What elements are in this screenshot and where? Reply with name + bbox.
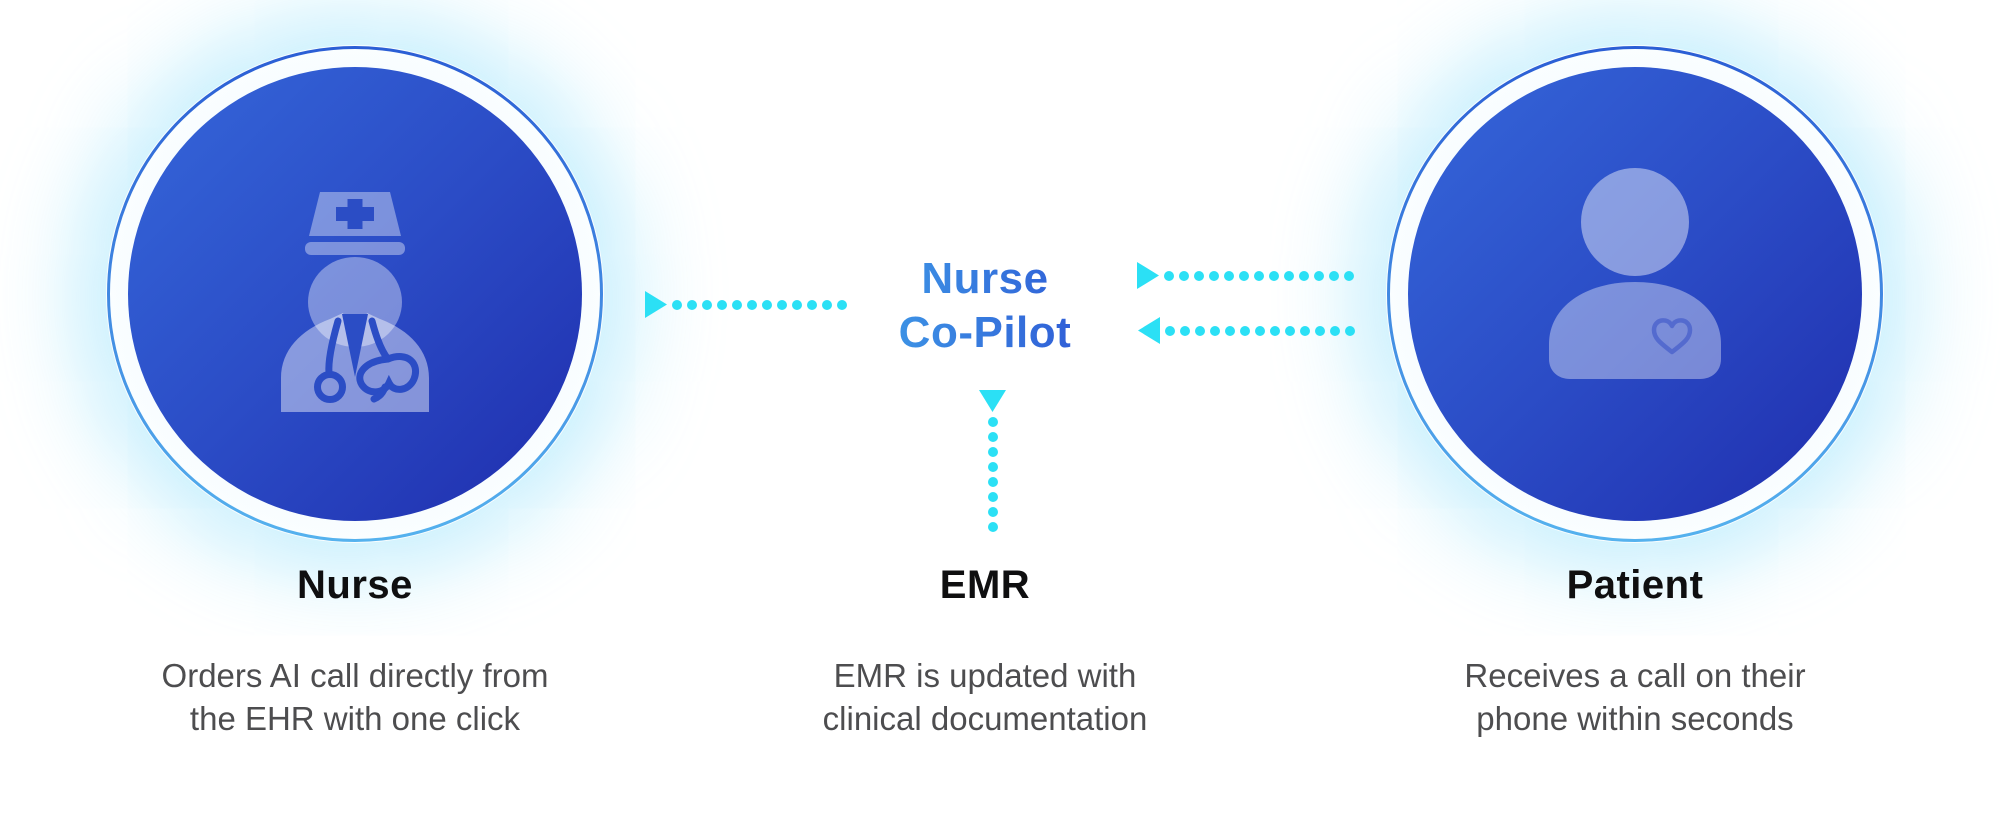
node-title-nurse: Nurse <box>297 563 413 607</box>
arrow-dot <box>1239 270 1249 281</box>
arrow-dot <box>1345 325 1355 336</box>
arrow-dot <box>1164 270 1174 281</box>
arrow-dot <box>672 299 682 310</box>
arrow-dot <box>1300 325 1310 336</box>
arrow-dot <box>717 299 727 310</box>
arrow-patient-to-copilot <box>1138 317 1355 344</box>
arrowhead-right-icon <box>1137 262 1159 289</box>
arrow-dot <box>987 417 998 427</box>
arrow-dot <box>747 299 757 310</box>
description-line: Receives a call on their <box>1464 657 1806 694</box>
arrow-dot <box>1270 325 1280 336</box>
arrow-dot <box>1255 325 1265 336</box>
arrow-dot <box>732 299 742 310</box>
node-description-patient: Receives a call on their phone within se… <box>1335 654 1935 740</box>
arrow-dot <box>987 522 998 532</box>
arrow-dot <box>762 299 772 310</box>
arrow-dot <box>1284 270 1294 281</box>
arrow-dot <box>1330 325 1340 336</box>
arrow-dot <box>1314 270 1324 281</box>
copilot-label: Nurse Co-Pilot <box>835 252 1135 360</box>
copilot-label-line2: Co-Pilot <box>898 308 1072 357</box>
arrow-dot <box>1224 270 1234 281</box>
arrow-dot <box>1254 270 1264 281</box>
arrow-dot <box>1329 270 1339 281</box>
node-description-emr: EMR is updated with clinical documentati… <box>685 654 1285 740</box>
patient-icon <box>1387 46 1883 542</box>
arrow-dot <box>1299 270 1309 281</box>
arrow-dot <box>777 299 787 310</box>
arrowhead-left-icon <box>1138 317 1160 344</box>
arrowhead-down-icon <box>979 390 1006 412</box>
node-title-emr: EMR <box>939 563 1031 607</box>
node-title-patient: Patient <box>1566 563 1704 607</box>
node-description-nurse: Orders AI call directly from the EHR wit… <box>55 654 655 740</box>
arrow-dot <box>1180 325 1190 336</box>
description-line: phone within seconds <box>1476 700 1794 737</box>
copilot-label-line1: Nurse <box>921 254 1049 303</box>
arrow-dot <box>987 462 998 472</box>
arrow-dot <box>1285 325 1295 336</box>
arrow-nurse-to-copilot <box>645 291 847 318</box>
arrow-dot <box>987 492 998 502</box>
patient-node-circle <box>1386 45 1884 543</box>
arrow-dot <box>987 432 998 442</box>
nurse-node-circle <box>106 45 604 543</box>
arrow-dot <box>1194 270 1204 281</box>
arrow-dot <box>792 299 802 310</box>
arrow-copilot-to-patient <box>1137 262 1354 289</box>
arrow-dot <box>687 299 697 310</box>
arrow-dot <box>987 507 998 517</box>
arrow-dot <box>1240 325 1250 336</box>
arrow-dot <box>807 299 817 310</box>
arrow-dot <box>837 299 847 310</box>
arrow-dot <box>1195 325 1205 336</box>
description-line: clinical documentation <box>822 700 1148 737</box>
description-line: EMR is updated with <box>833 657 1137 694</box>
arrow-dot <box>1225 325 1235 336</box>
arrow-dot <box>1209 270 1219 281</box>
arrow-dot <box>1269 270 1279 281</box>
arrow-dot <box>1165 325 1175 336</box>
arrowhead-right-icon <box>645 291 667 318</box>
nurse-icon <box>107 46 603 542</box>
description-line: the EHR with one click <box>189 700 521 737</box>
arrow-copilot-to-emr <box>979 390 1006 532</box>
arrow-dot <box>702 299 712 310</box>
description-line: Orders AI call directly from <box>161 657 549 694</box>
arrow-dot <box>1179 270 1189 281</box>
arrow-dot <box>1344 270 1354 281</box>
arrow-dot <box>987 477 998 487</box>
arrow-dot <box>1210 325 1220 336</box>
arrow-dot <box>987 447 998 457</box>
arrow-dot <box>822 299 832 310</box>
arrow-dot <box>1315 325 1325 336</box>
